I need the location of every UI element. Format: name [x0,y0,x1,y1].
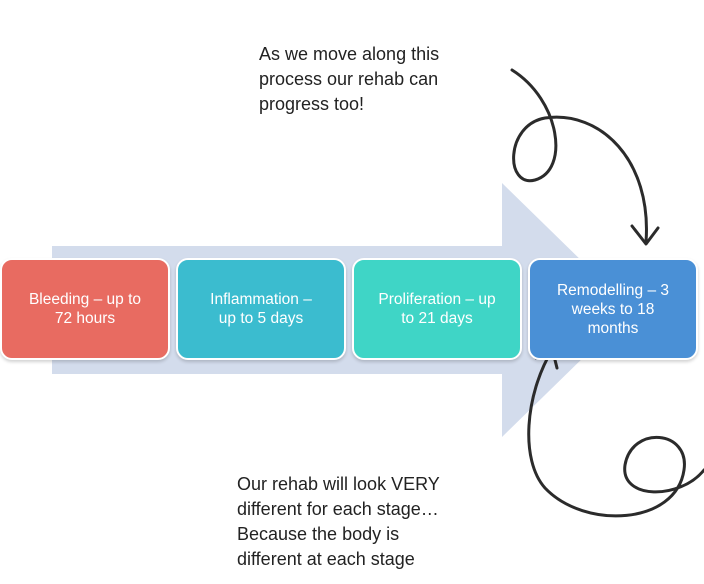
stage-inflammation-label: Inflammation – up to 5 days [210,291,312,327]
stage-remodelling-label: Remodelling – 3 weeks to 18 months [556,281,669,337]
stage-proliferation-label: Proliferation – up to 21 days [378,291,496,327]
stage-bleeding-label: Bleeding – up to 72 hours [28,291,142,327]
bottom-annotation-text: Our rehab will look VERY different for e… [237,474,440,569]
curly-arrow-bottom-line [527,348,704,518]
curly-arrow-top [510,68,660,246]
curly-arrow-top-line [510,68,648,244]
stage-inflammation: Inflammation – up to 5 days [176,258,346,360]
curly-arrow-top-head [630,224,660,246]
top-annotation-text: As we move along this process our rehab … [259,44,440,114]
stage-remodelling: Remodelling – 3 weeks to 18 months [528,258,698,360]
stage-bleeding: Bleeding – up to 72 hours [0,258,170,360]
stage-proliferation: Proliferation – up to 21 days [352,258,522,360]
